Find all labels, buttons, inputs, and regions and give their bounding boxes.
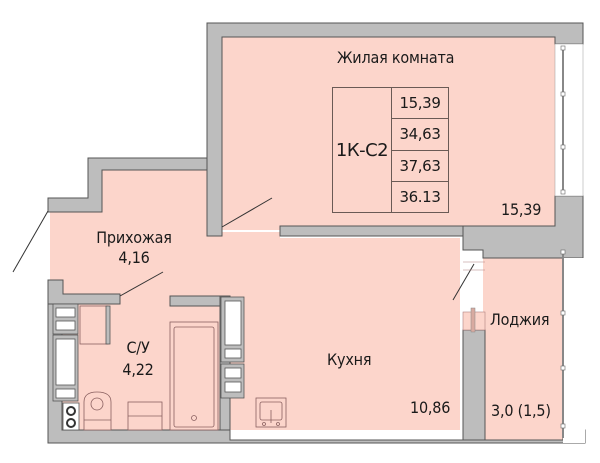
- room-name-bath: С/У: [126, 338, 150, 357]
- room-name-living: Жилая комната: [337, 48, 455, 67]
- room-area-hall: 4,16: [118, 248, 150, 267]
- room-name-hall: Прихожая: [96, 228, 172, 247]
- room-floors: [50, 37, 563, 440]
- summary-values: 15,39 34,63 37,63 36.13: [392, 88, 448, 212]
- summary-reduced-area: 36.13: [399, 187, 441, 206]
- apartment-summary-table: 1К-С2 15,39 34,63 37,63 36.13: [332, 87, 449, 213]
- room-area-kitchen: 10,86: [410, 398, 451, 417]
- summary-total-area: 37,63: [392, 151, 448, 182]
- summary-living-area: 15,39: [392, 88, 448, 120]
- room-area-living: 15,39: [501, 200, 542, 219]
- room-area-loggia: 3,0 (1,5): [491, 401, 551, 420]
- summary-usable-area: 34,63: [392, 119, 448, 151]
- apartment-code: 1К-С2: [333, 88, 392, 212]
- windows: [462, 43, 584, 438]
- kitchen-sink: [255, 397, 287, 428]
- living-window: [554, 43, 584, 197]
- bathroom-fixtures: [52, 296, 245, 431]
- door-swings: [12, 197, 485, 301]
- room-area-bath: 4,22: [122, 360, 154, 379]
- walls: [47, 22, 586, 444]
- room-name-kitchen: Кухня: [327, 350, 372, 369]
- room-name-loggia: Лоджия: [490, 310, 550, 329]
